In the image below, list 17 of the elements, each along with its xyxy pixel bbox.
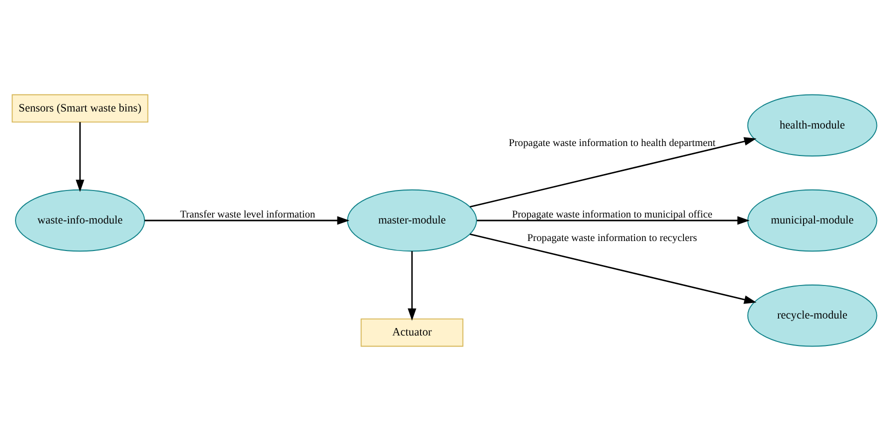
edge-label: Transfer waste level information [180,208,316,220]
edge-label: Propagate waste information to municipal office [512,208,712,220]
arrow [470,136,756,208]
arrow [408,250,416,320]
edge-label: Propagate waste information to health department [508,137,716,148]
node-ellipse: waste-info-module [15,188,145,252]
arrow [476,216,750,224]
arrow [144,216,350,224]
node-ellipse: health-module [747,94,878,156]
node-box: Actuator [360,318,464,346]
edge-label: Propagate waste information to recyclers [527,232,698,244]
node-box: Sensors (Smart waste bins) [12,94,148,122]
arrow [470,232,756,304]
arrow [76,122,84,192]
node-ellipse: master-module [347,188,477,252]
node-ellipse: municipal-module [747,188,878,252]
node-ellipse: recycle-module [747,284,878,346]
